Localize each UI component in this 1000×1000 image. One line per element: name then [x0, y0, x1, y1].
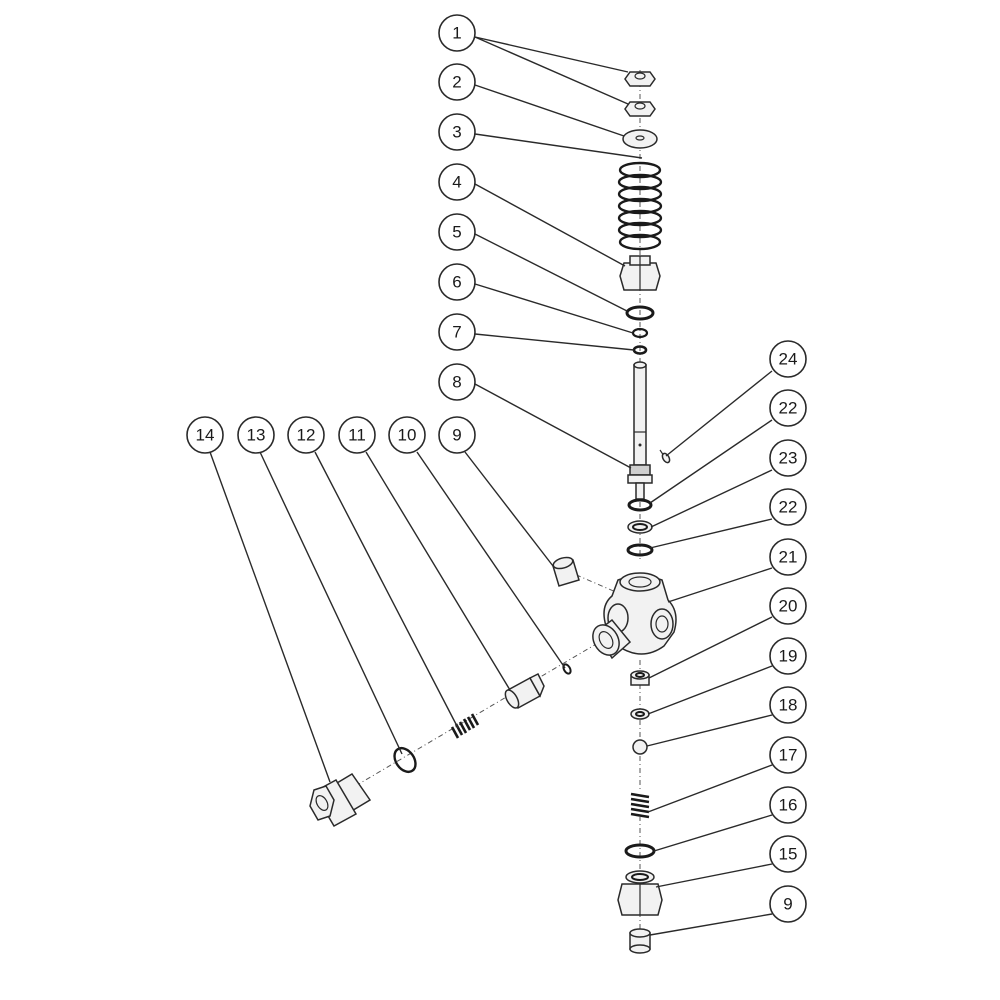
callout-11: 11 — [338, 416, 376, 454]
svg-text:9: 9 — [783, 895, 792, 914]
svg-text:1: 1 — [452, 24, 461, 43]
svg-text:22: 22 — [779, 498, 798, 517]
svg-text:19: 19 — [779, 647, 798, 666]
part-cap-9-bottom — [629, 928, 651, 954]
svg-text:15: 15 — [779, 845, 798, 864]
svg-text:7: 7 — [452, 323, 461, 342]
assembly-axes — [334, 70, 641, 935]
part-oring-5 — [625, 305, 655, 321]
callout-19: 19 — [769, 637, 807, 675]
part-oring-22a — [627, 498, 653, 512]
part-washer-19 — [630, 708, 650, 720]
part-washer — [622, 129, 658, 149]
callout-12: 12 — [287, 416, 325, 454]
svg-text:5: 5 — [452, 223, 461, 242]
callout-22-upper: 22 — [769, 389, 807, 427]
svg-text:21: 21 — [779, 548, 798, 567]
part-main-spring — [617, 161, 663, 251]
callout-5: 5 — [438, 213, 476, 251]
svg-text:3: 3 — [452, 123, 461, 142]
callout-9-bottom: 9 — [769, 885, 807, 923]
svg-text:12: 12 — [297, 426, 316, 445]
part-pin-24 — [659, 449, 671, 464]
svg-text:18: 18 — [779, 696, 798, 715]
parts — [309, 71, 677, 954]
callout-8: 8 — [438, 363, 476, 401]
part-spring-17 — [630, 791, 650, 819]
leader-lines — [209, 36, 773, 936]
part-spring-seat — [619, 255, 661, 291]
part-plunger-11 — [504, 672, 545, 710]
callout-24: 24 — [769, 340, 807, 378]
svg-text:11: 11 — [348, 426, 366, 445]
part-nut-lower — [624, 101, 656, 117]
svg-text:8: 8 — [452, 373, 461, 392]
part-cap-9-side — [552, 556, 580, 587]
svg-text:13: 13 — [247, 426, 266, 445]
part-oring-13 — [393, 746, 417, 774]
callout-10: 10 — [388, 416, 426, 454]
callout-13: 13 — [237, 416, 275, 454]
callout-15: 15 — [769, 835, 807, 873]
part-seat-20 — [630, 670, 650, 686]
svg-text:20: 20 — [779, 597, 798, 616]
side-axis — [564, 569, 626, 597]
svg-text:16: 16 — [779, 796, 798, 815]
callout-20: 20 — [769, 587, 807, 625]
part-spring-12 — [450, 713, 480, 739]
part-ring-10 — [562, 663, 572, 675]
part-fitting-14 — [309, 772, 372, 828]
svg-text:24: 24 — [779, 350, 798, 369]
svg-text:22: 22 — [779, 399, 798, 418]
part-nut-upper — [624, 71, 656, 87]
callout-3: 3 — [438, 113, 476, 151]
part-backup-ring-23 — [627, 520, 653, 534]
callouts: 1 2 3 4 5 6 7 8 9 10 11 12 13 14 24 22 2… — [186, 14, 807, 923]
svg-text:10: 10 — [398, 426, 417, 445]
callout-23: 23 — [769, 439, 807, 477]
callout-16: 16 — [769, 786, 807, 824]
callout-17: 17 — [769, 736, 807, 774]
callout-9-side: 9 — [438, 416, 476, 454]
callout-4: 4 — [438, 163, 476, 201]
svg-text:14: 14 — [196, 426, 215, 445]
svg-text:4: 4 — [452, 173, 461, 192]
part-fitting-15 — [617, 870, 663, 916]
callout-22-lower: 22 — [769, 488, 807, 526]
callout-6: 6 — [438, 263, 476, 301]
part-valve-body — [592, 572, 677, 660]
part-oring-22b — [626, 543, 654, 557]
callout-1: 1 — [438, 14, 476, 52]
svg-text:9: 9 — [452, 426, 461, 445]
callout-2: 2 — [438, 63, 476, 101]
horizontal-axis — [334, 629, 621, 799]
svg-text:6: 6 — [452, 273, 461, 292]
part-piston-stem — [627, 361, 653, 500]
callout-21: 21 — [769, 538, 807, 576]
svg-text:17: 17 — [779, 746, 798, 765]
callout-18: 18 — [769, 686, 807, 724]
svg-text:2: 2 — [452, 73, 461, 92]
callout-14: 14 — [186, 416, 224, 454]
svg-text:23: 23 — [779, 449, 798, 468]
callout-7: 7 — [438, 313, 476, 351]
part-ball-18 — [632, 739, 648, 755]
